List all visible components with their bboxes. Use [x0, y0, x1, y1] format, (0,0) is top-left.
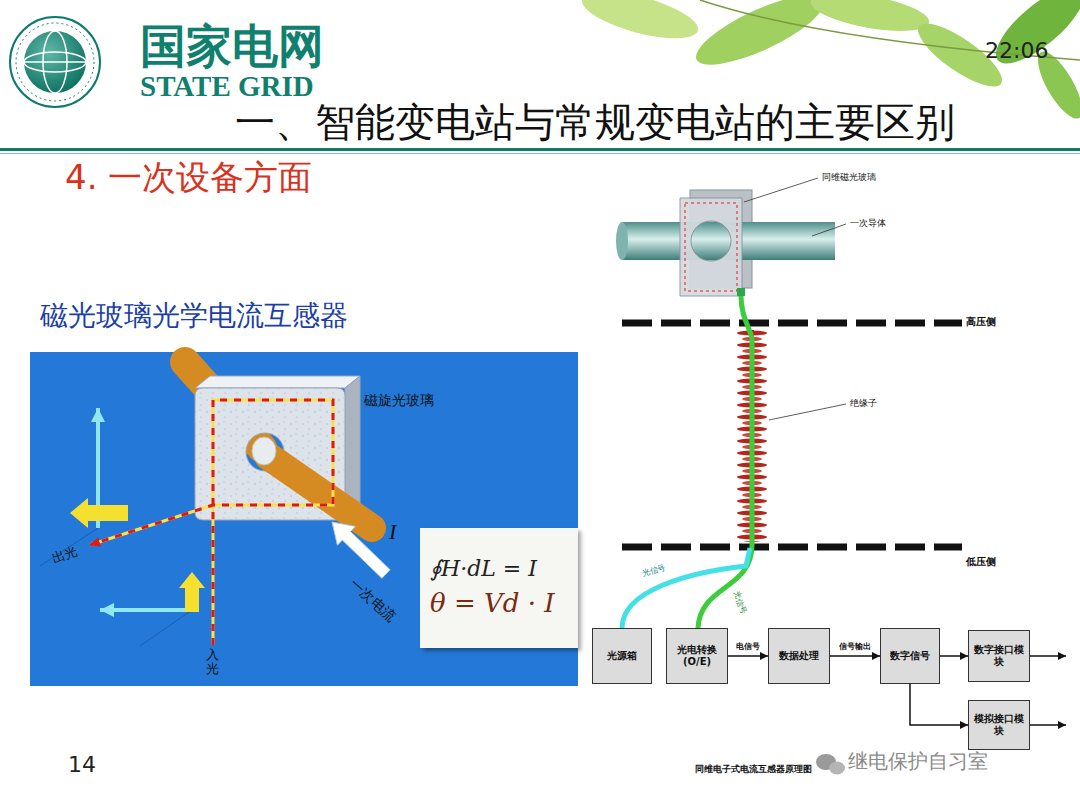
part-name: 磁旋光玻璃	[364, 392, 434, 408]
flow-arrow	[830, 655, 880, 657]
output-arrow	[1030, 724, 1066, 726]
flow-arrow	[910, 684, 968, 725]
watermark-icon	[816, 754, 845, 775]
part-name: 一次导体	[850, 218, 886, 228]
part-name: 绝缘子	[850, 398, 877, 408]
part-name: 同维磁光玻璃	[822, 172, 876, 182]
process-box: 数字信号	[880, 628, 940, 684]
side-label: 低压侧	[966, 556, 996, 568]
logo-text: 国家电网	[140, 20, 324, 73]
process-box: 光源箱	[592, 628, 652, 684]
slide-title: 一、智能变电站与常规变电站的主要区别	[235, 100, 955, 144]
page-number: 14	[68, 752, 96, 777]
edge-label: 信号输出	[838, 643, 872, 652]
node-text: θ = Vd · I	[430, 585, 554, 621]
node-text: ∮H·dL = I	[430, 554, 537, 585]
flow-arrow	[940, 655, 968, 657]
current-transformer-schematic	[616, 178, 962, 628]
figure-caption: 同维电子式电流互感器原理图	[695, 764, 812, 774]
watermark: 继电保护自习室	[848, 750, 988, 773]
signal-label: 光信号	[732, 590, 749, 616]
process-box: 光电转换 (O/E)	[666, 628, 728, 684]
side-label: 高压侧	[966, 316, 996, 328]
formula-box: ∮H·dL = Iθ = Vd · I	[420, 528, 578, 648]
logo-text: STATE GRID	[140, 72, 314, 101]
node-text: 模拟接口模块	[972, 713, 1026, 738]
node-text: 数字信号	[890, 650, 930, 663]
node-text: 光源箱	[607, 650, 637, 663]
section-heading: 4. 一次设备方面	[65, 158, 312, 197]
light-label: 入光	[206, 648, 219, 677]
output-arrow	[1030, 655, 1066, 657]
header-rule	[0, 153, 1080, 154]
process-box: 数字接口模块	[968, 630, 1030, 682]
node-text: 光电转换 (O/E)	[670, 644, 724, 669]
process-box: 模拟接口模块	[968, 700, 1030, 750]
signal-label: 光信号	[641, 563, 667, 578]
flow-arrow	[728, 655, 768, 657]
node-text: 数据处理	[779, 650, 819, 663]
figure-heading: 磁光玻璃光学电流互感器	[40, 300, 348, 332]
node-text: 数字接口模块	[972, 644, 1026, 669]
magneto-optic-illustration	[30, 352, 578, 686]
current-symbol: I	[389, 519, 396, 544]
logo	[10, 17, 100, 107]
header-rule	[0, 148, 1080, 151]
time-stamp: 22:06	[985, 38, 1048, 63]
edge-label: 电信号	[735, 643, 761, 652]
process-box: 数据处理	[768, 628, 830, 684]
